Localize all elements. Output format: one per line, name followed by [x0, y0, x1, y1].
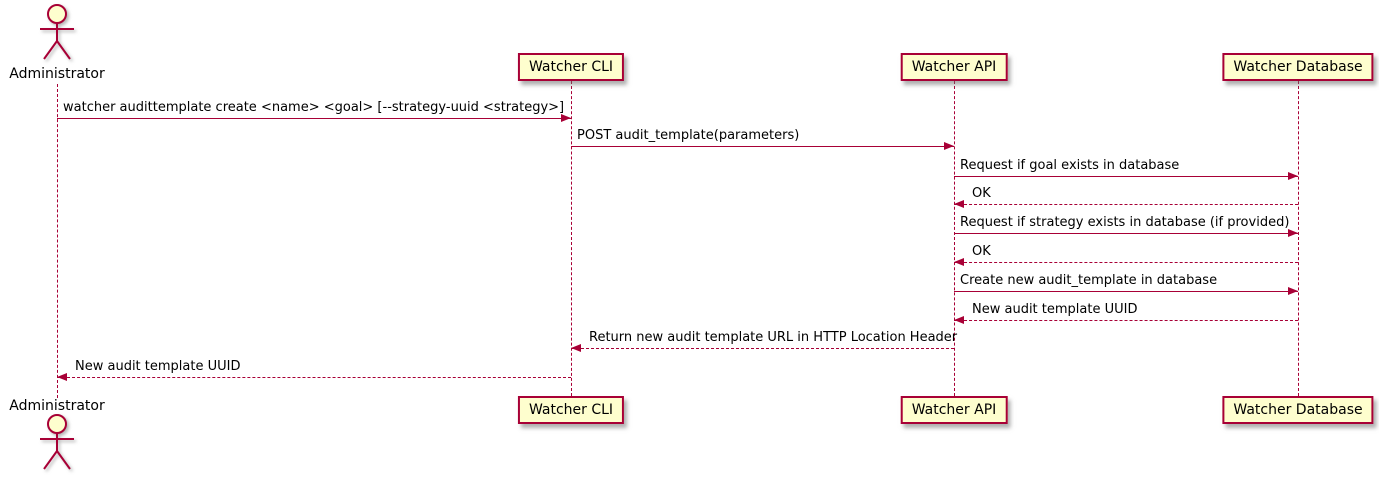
arrowhead-icon	[1288, 287, 1298, 295]
message-line	[57, 377, 571, 378]
message-line	[954, 291, 1298, 292]
message-label: Request if goal exists in database	[960, 158, 1180, 173]
message-line	[954, 204, 1298, 205]
participant-watcher-database-top: Watcher Database	[1222, 53, 1374, 81]
actor-label-administrator-bottom: Administrator	[9, 398, 105, 414]
actor-label-administrator-top: Administrator	[9, 66, 105, 82]
message-label: POST audit_template(parameters)	[577, 128, 800, 143]
participant-watcher-cli-top: Watcher CLI	[517, 53, 625, 81]
actor-icon	[40, 414, 74, 470]
message-label: New audit template UUID	[972, 302, 1138, 317]
message-label: Create new audit_template in database	[960, 273, 1218, 288]
arrowhead-icon	[561, 114, 571, 122]
message-label: Request if strategy exists in database (…	[960, 215, 1290, 230]
arrowhead-icon	[954, 258, 964, 266]
message-line	[954, 320, 1298, 321]
message-line	[571, 348, 954, 349]
participant-watcher-api-top: Watcher API	[900, 53, 1008, 81]
lifeline-administrator	[57, 84, 58, 398]
actor-icon	[40, 4, 74, 60]
message-label: OK	[972, 244, 991, 259]
arrowhead-icon	[954, 200, 964, 208]
participant-watcher-api-bottom: Watcher API	[900, 396, 1008, 424]
message-label: OK	[972, 186, 991, 201]
arrowhead-icon	[954, 316, 964, 324]
message-line	[954, 233, 1298, 234]
arrowhead-icon	[1288, 229, 1298, 237]
lifeline-watcher-cli	[571, 81, 572, 396]
lifeline-watcher-api	[954, 81, 955, 396]
arrowhead-icon	[1288, 172, 1298, 180]
arrowhead-icon	[944, 142, 954, 150]
arrowhead-icon	[571, 344, 581, 352]
message-label: Return new audit template URL in HTTP Lo…	[589, 330, 958, 345]
message-line	[954, 176, 1298, 177]
lifeline-watcher-database	[1298, 81, 1299, 396]
message-line	[954, 262, 1298, 263]
message-line	[57, 118, 571, 119]
message-line	[571, 146, 954, 147]
participant-watcher-cli-bottom: Watcher CLI	[517, 396, 625, 424]
arrowhead-icon	[57, 373, 67, 381]
participant-watcher-database-bottom: Watcher Database	[1222, 396, 1374, 424]
message-label: watcher audittemplate create <name> <goa…	[63, 100, 565, 115]
message-label: New audit template UUID	[75, 359, 241, 374]
